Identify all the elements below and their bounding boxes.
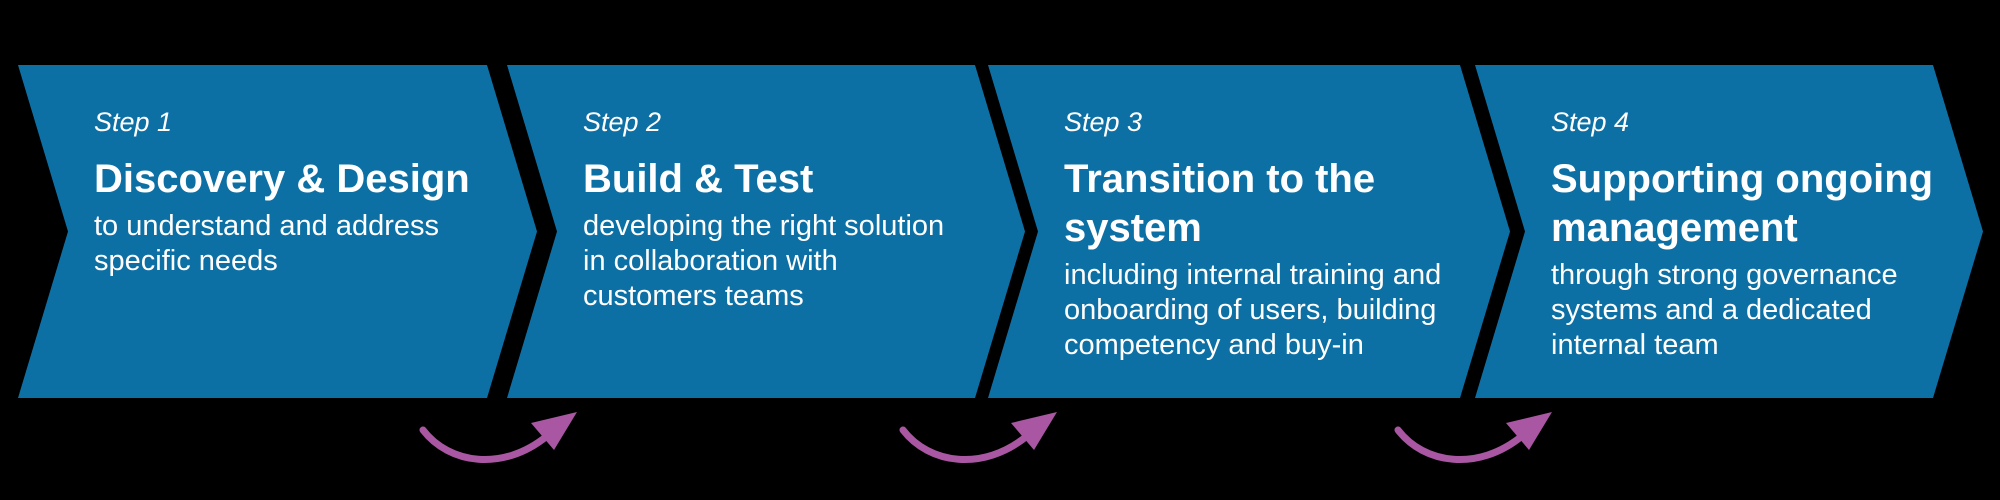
step-2-desc-line: developing the right solution xyxy=(583,210,945,242)
step-1-desc-line: specific needs xyxy=(94,245,278,277)
step-4-title-line: Supporting ongoing xyxy=(1551,157,1934,201)
step-4-title-line: management xyxy=(1551,206,1798,250)
step-1-title: Discovery & Design xyxy=(94,155,491,204)
step-3-title-line: system xyxy=(1064,206,1202,250)
step-2-desc-line: customers teams xyxy=(583,280,804,312)
curved-arrow-icon xyxy=(1390,406,1558,470)
step-3-title-line: Transition to the xyxy=(1064,157,1376,201)
chevron-step-1: Step 1 Discovery & Design to understand … xyxy=(18,65,537,398)
step-1-title-line: Discovery & Design xyxy=(94,157,470,201)
step-2-desc-line: in collaboration with xyxy=(583,245,838,277)
step-4-desc-line: systems and a dedicated xyxy=(1551,294,1872,326)
step-2-description: developing the right solution in collabo… xyxy=(583,209,979,314)
step-3-desc-line: onboarding of users, building xyxy=(1064,294,1437,326)
chevron-step-2: Step 2 Build & Test developing the right… xyxy=(507,65,1025,398)
step-3-desc-line: competency and buy-in xyxy=(1064,329,1364,361)
step-4-desc-line: internal team xyxy=(1551,329,1719,361)
step-4-title: Supporting ongoing management xyxy=(1551,155,1937,253)
step-4-description: through strong governance systems and a … xyxy=(1551,258,1937,363)
step-4-label: Step 4 xyxy=(1551,107,1630,137)
step-3-description: including internal training and onboardi… xyxy=(1064,258,1464,363)
step-1-label: Step 1 xyxy=(94,107,173,137)
step-2-title: Build & Test xyxy=(583,155,979,204)
step-2-label: Step 2 xyxy=(583,107,662,137)
step-1-desc-line: to understand and address xyxy=(94,210,440,242)
step-3-label: Step 3 xyxy=(1064,107,1143,137)
curved-arrow-icon xyxy=(895,406,1063,470)
chevron-step-4: Step 4 Supporting ongoing management thr… xyxy=(1475,65,1983,398)
step-1-description: to understand and address specific needs xyxy=(94,209,491,279)
chevron-step-3: Step 3 Transition to the system includin… xyxy=(988,65,1510,398)
step-2-title-line: Build & Test xyxy=(583,157,814,201)
step-4-desc-line: through strong governance xyxy=(1551,259,1898,291)
step-3-title: Transition to the system xyxy=(1064,155,1464,253)
curved-arrow-icon xyxy=(415,406,583,470)
step-3-desc-line: including internal training and xyxy=(1064,259,1442,291)
